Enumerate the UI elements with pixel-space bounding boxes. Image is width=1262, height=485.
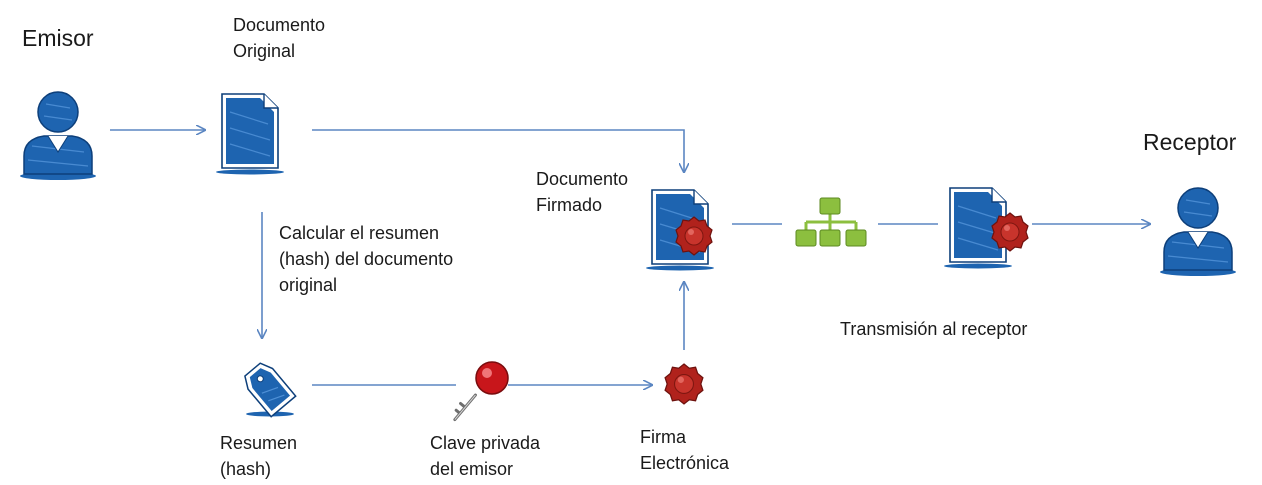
emisor-label: Emisor — [22, 25, 94, 51]
receptor-label: Receptor — [1143, 129, 1237, 155]
documento-firmado-label: Documento Firmado — [536, 169, 629, 215]
seal-icon — [664, 363, 704, 405]
private-key-icon — [453, 361, 509, 422]
documento-original-label: Documento Original — [233, 15, 326, 61]
arrow-documento-to-firmado — [312, 129, 684, 172]
document-icon — [215, 93, 285, 176]
calcular-hash-label: Calcular el resumen (hash) del documento… — [279, 223, 454, 295]
signed-document-icon — [645, 189, 715, 272]
transmision-label: Transmisión al receptor — [840, 319, 1028, 339]
network-icon — [795, 197, 867, 247]
resumen-label: Resumen (hash) — [220, 433, 298, 479]
transmitted-signed-document-icon — [943, 187, 1029, 270]
hash-tag-icon — [244, 362, 297, 418]
receptor-person-icon — [1159, 187, 1237, 277]
firma-electronica-label: Firma Electrónica — [640, 427, 730, 473]
clave-privada-label: Clave privada del emisor — [430, 433, 541, 479]
emisor-person-icon — [19, 91, 97, 181]
